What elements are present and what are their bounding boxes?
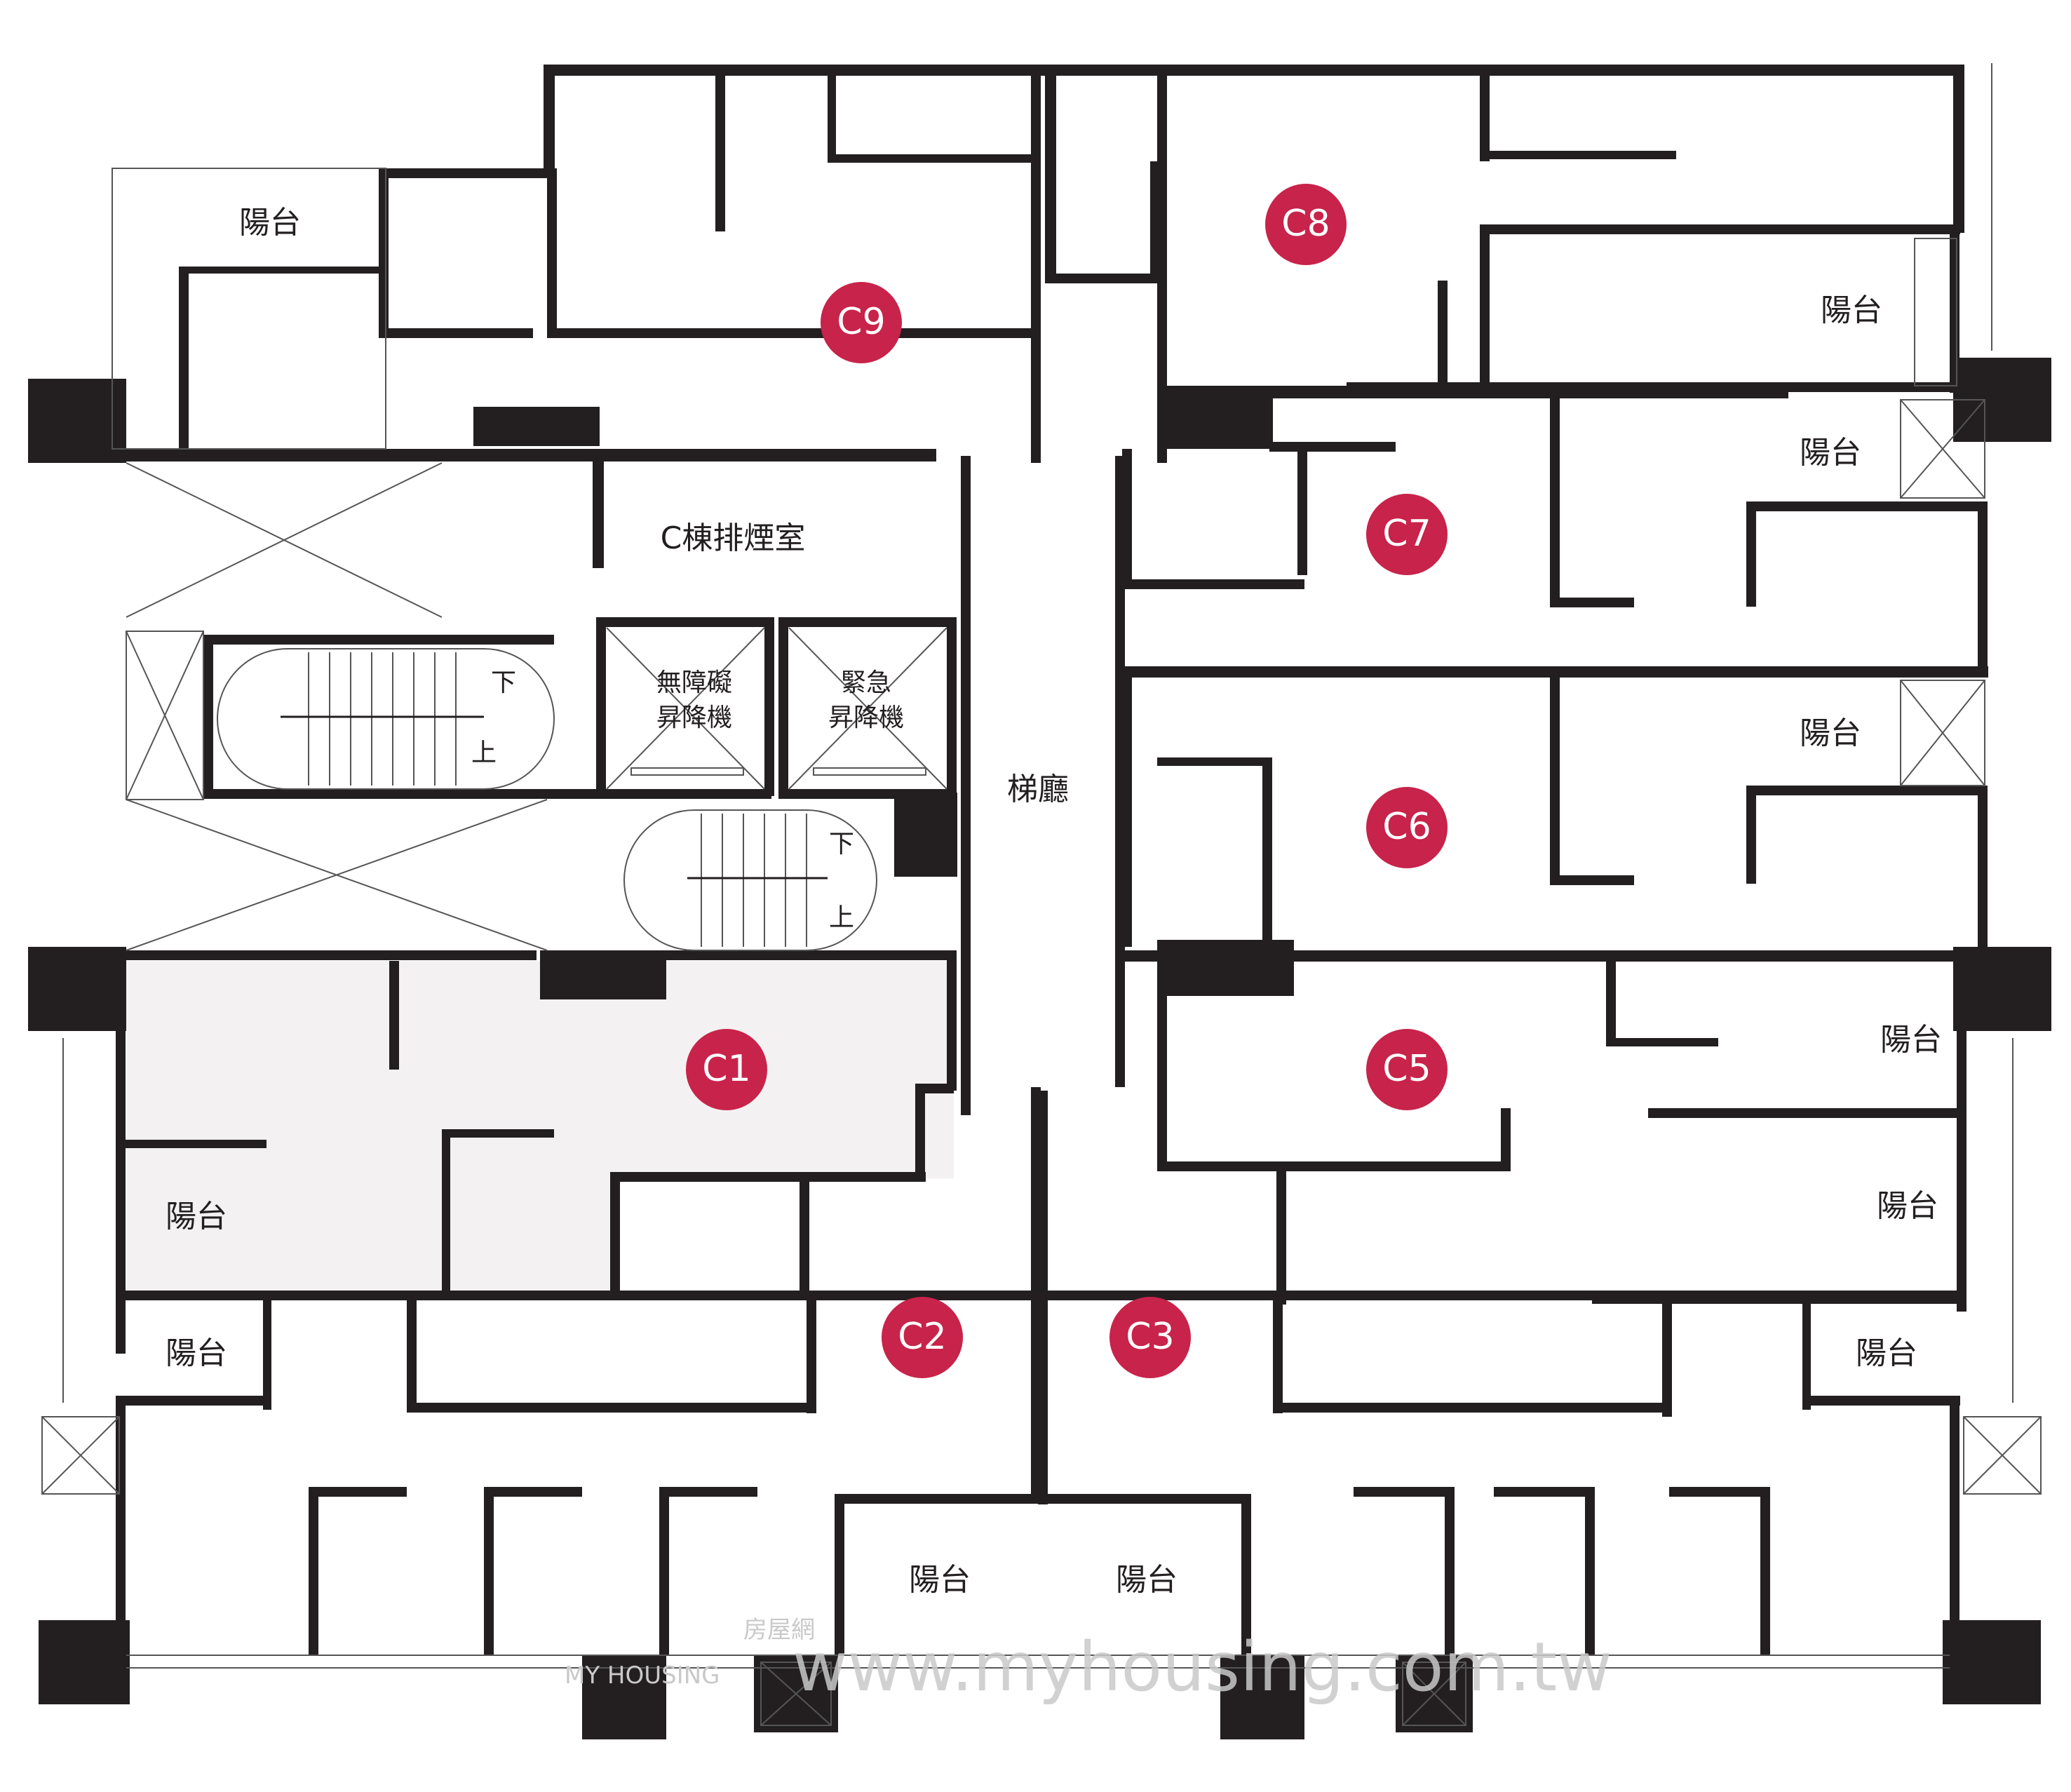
balcony-label-4: 陽台 [1800, 715, 1861, 751]
svg-text:C9: C9 [837, 301, 885, 343]
svg-text:C5: C5 [1382, 1048, 1431, 1090]
svg-text:C6: C6 [1382, 806, 1431, 848]
stair-up-label-upper: 上 [471, 739, 497, 767]
balcony-label-11: 陽台 [1116, 1562, 1178, 1598]
stair-up-label-lower: 上 [829, 903, 854, 932]
lobby-label: 梯廳 [1007, 772, 1069, 807]
svg-text:C1: C1 [702, 1048, 750, 1090]
unit-badge-c2: C2 [882, 1297, 963, 1378]
stair-down-label-lower: 下 [829, 830, 854, 858]
unit-badges: C9 C8 C7 C6 C5 C1 C2 C3 [686, 184, 1448, 1378]
unit-badge-c3: C3 [1109, 1297, 1191, 1378]
fine-lines [41, 63, 2042, 1726]
svg-text:C8: C8 [1281, 203, 1330, 245]
balcony-label-3: 陽台 [1800, 435, 1861, 471]
watermark-brand-cn: 房屋網 [743, 1616, 815, 1644]
stair-treads-lower [687, 814, 828, 947]
svg-text:C2: C2 [898, 1316, 946, 1358]
accessible-elevator-label-2: 昇降機 [656, 703, 732, 732]
unit-badge-c6: C6 [1366, 787, 1448, 868]
unit-badge-c5: C5 [1366, 1029, 1448, 1110]
labels: C棟排煙室 梯廳 無障礙 昇降機 緊急 昇降機 下 上 下 上 陽台 陽台 陽台… [166, 205, 1942, 1598]
unit-badge-c1: C1 [686, 1029, 767, 1110]
watermark: 房屋網 MY HOUSING www.myhousing.com.tw [565, 1616, 1612, 1706]
watermark-url: www.myhousing.com.tw [792, 1628, 1612, 1706]
watermark-brand-en: MY HOUSING [565, 1662, 720, 1690]
balcony-label-10: 陽台 [909, 1562, 971, 1598]
unit-badge-c8: C8 [1265, 184, 1347, 265]
accessible-elevator-label-1: 無障礙 [656, 668, 732, 697]
balcony-label-6: 陽台 [1877, 1188, 1938, 1224]
svg-text:C3: C3 [1126, 1316, 1174, 1358]
emergency-elevator-label-2: 昇降機 [828, 703, 904, 732]
unit-c1-shading [126, 961, 954, 1291]
stair-down-label-upper: 下 [491, 668, 516, 697]
balcony-label-7: 陽台 [1856, 1335, 1917, 1371]
balcony-label-1: 陽台 [239, 205, 301, 241]
unit-badge-c7: C7 [1366, 494, 1448, 575]
emergency-elevator-label-1: 緊急 [841, 668, 891, 697]
stair-treads-upper [281, 652, 484, 786]
walls [28, 65, 2051, 1739]
smoke-room-label: C棟排煙室 [661, 520, 806, 556]
balcony-label-5: 陽台 [1880, 1022, 1942, 1058]
svg-text:C7: C7 [1382, 513, 1431, 555]
unit-badge-c9: C9 [821, 282, 902, 363]
balcony-label-2: 陽台 [1821, 292, 1882, 328]
balcony-label-8: 陽台 [166, 1199, 227, 1234]
balcony-label-9: 陽台 [166, 1335, 227, 1371]
